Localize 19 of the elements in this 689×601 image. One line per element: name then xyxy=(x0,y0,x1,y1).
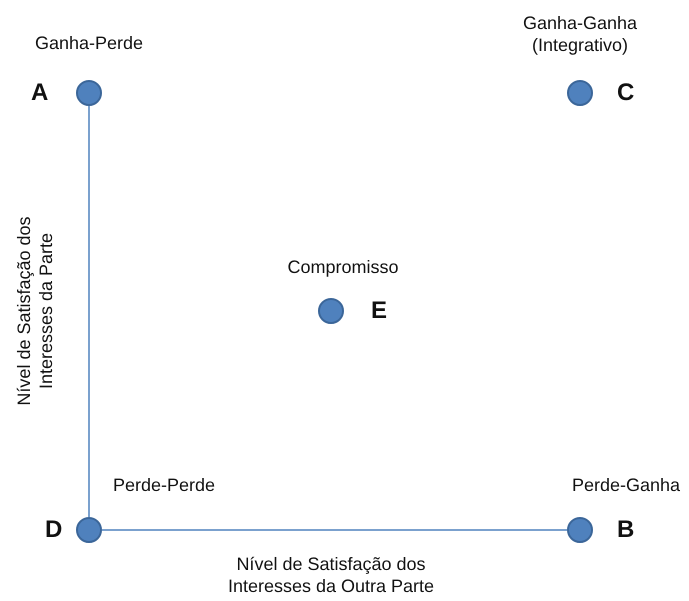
point-letter: D xyxy=(45,516,62,544)
point-letter: A xyxy=(31,79,48,107)
axis-title: Nível de Satisfação dos Interesses da Parte xyxy=(13,215,57,408)
point-letter: B xyxy=(617,516,634,544)
point-circle xyxy=(76,517,102,543)
point-label: Ganha-Perde xyxy=(34,32,144,54)
point-circle xyxy=(318,298,344,324)
point-label: Perde-Perde xyxy=(113,474,216,496)
axis-title: Nível de Satisfação dos Interesses da Outra Parte xyxy=(226,553,436,597)
point-circle xyxy=(567,517,593,543)
point-letter: C xyxy=(617,79,634,107)
point-letter: E xyxy=(371,297,388,325)
connector-line xyxy=(102,529,567,531)
point-label: Ganha-Ganha (Integrativo) xyxy=(522,12,638,56)
point-circle xyxy=(76,80,102,106)
connector-line xyxy=(88,106,90,517)
point-label: Compromisso xyxy=(286,256,400,278)
point-label: Perde-Ganha xyxy=(570,474,682,496)
point-circle xyxy=(567,80,593,106)
